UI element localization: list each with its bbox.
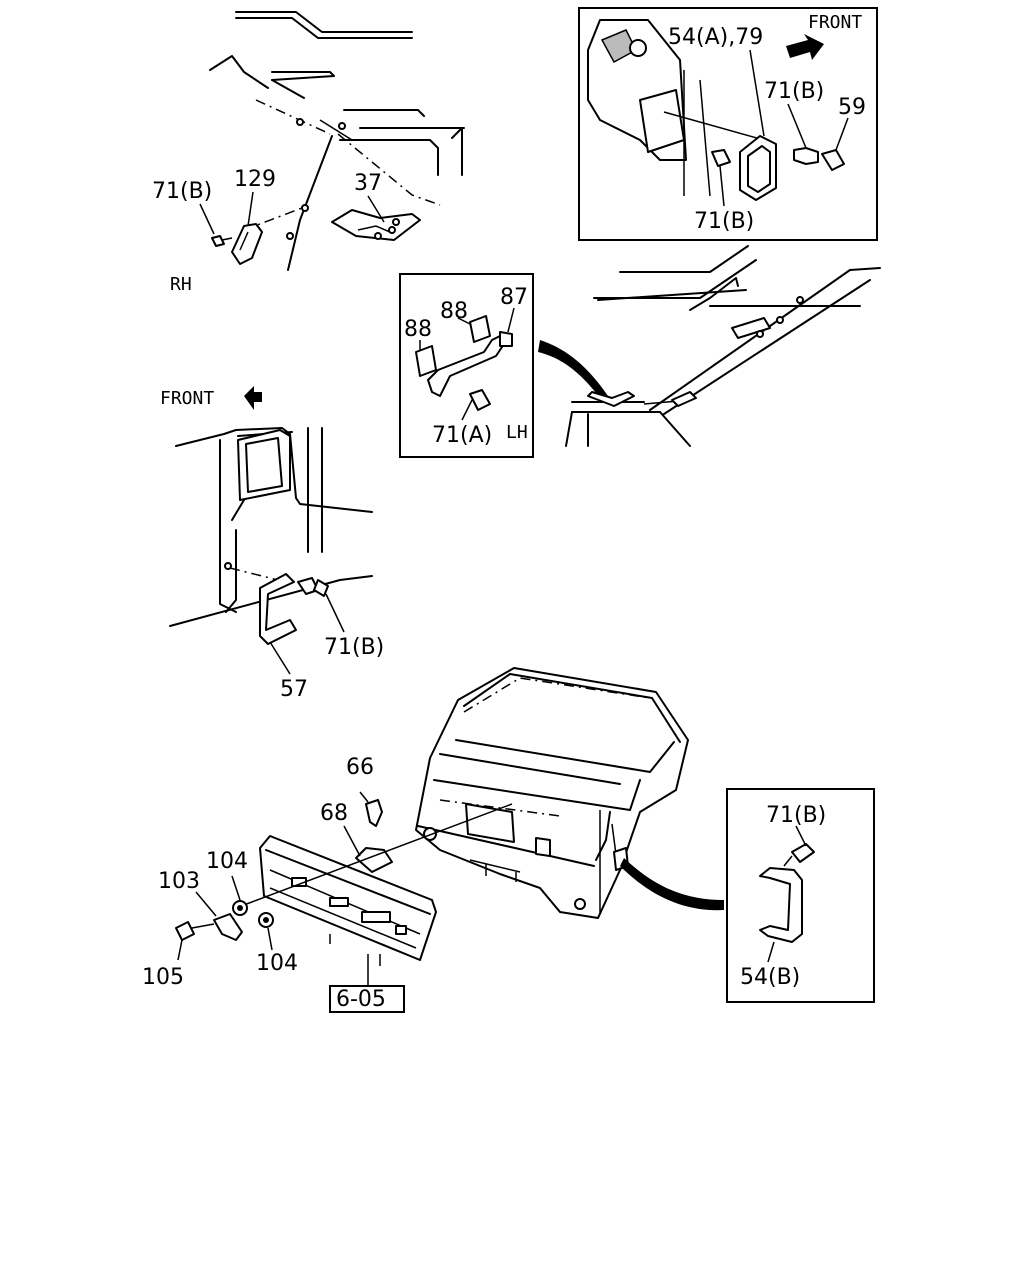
label-103: 103: [158, 869, 200, 894]
label-71b-left: 71(B): [324, 635, 384, 660]
label-71b-rh: 71(B): [152, 179, 212, 204]
cab-front-view: 66 68 104 103 105 104 6-05: [142, 667, 689, 1013]
label-59: 59: [838, 95, 866, 120]
callout-arrow-rear: [620, 858, 724, 911]
label-105: 105: [142, 965, 184, 990]
label-71b-rear: 71(B): [766, 803, 826, 828]
inset-rear-grab-handle: 71(B) 54(B): [726, 788, 875, 1003]
label-87: 87: [500, 285, 528, 310]
label-104-upper: 104: [206, 849, 248, 874]
label-rh: RH: [170, 274, 192, 295]
label-71b-inset-upper: 71(B): [764, 79, 824, 104]
label-66: 66: [346, 755, 374, 780]
inset-grab-handle-front: 54(A),79 FRONT 71(B) 59 71(B): [578, 7, 878, 241]
label-129: 129: [234, 167, 276, 192]
label-57: 57: [280, 677, 308, 702]
label-88-right: 88: [440, 299, 468, 324]
label-lh: LH: [506, 422, 528, 443]
label-54a-79: 54(A),79: [668, 25, 763, 50]
door-grip-view: FRONT 71(B) 57: [160, 386, 384, 702]
label-71a: 71(A): [432, 423, 492, 448]
ref-box: [329, 985, 405, 1013]
rh-interior-view: 71(B) 129 37 RH: [152, 11, 465, 295]
callout-arrow-lh: [538, 340, 608, 398]
label-88-left: 88: [404, 317, 432, 342]
label-front-inset: FRONT: [808, 12, 862, 33]
label-71b-inset-lower: 71(B): [694, 209, 754, 234]
inset-lh-grip: 88 88 87 71(A) LH: [399, 273, 534, 458]
label-68: 68: [320, 801, 348, 826]
label-54b: 54(B): [740, 965, 800, 990]
label-front-left: FRONT: [160, 388, 214, 409]
label-ref-6-05: 6-05: [336, 987, 386, 1012]
label-37: 37: [354, 171, 382, 196]
lh-interior-view: [565, 245, 881, 447]
label-104-lower: 104: [256, 951, 298, 976]
